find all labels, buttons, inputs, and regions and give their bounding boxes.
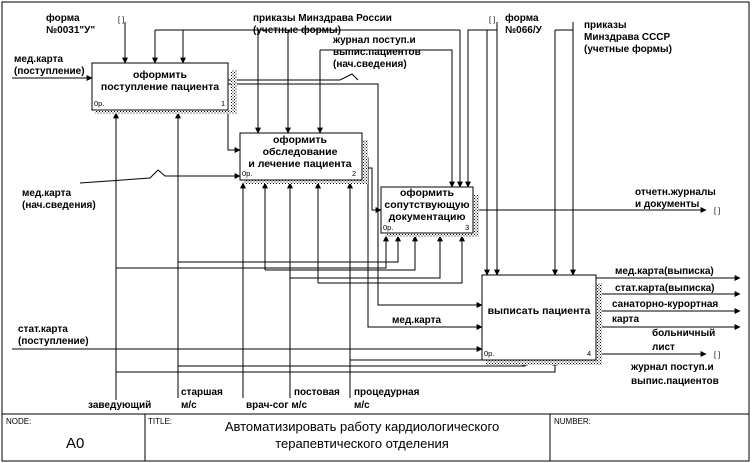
mech-ward-b4b [290,235,443,279]
control-orders-russia-b1 [155,29,460,63]
label-sanatorium-1: санаторно-курортная [612,299,718,310]
tunnel-mark-form-066: [ ] [489,15,495,24]
label-stat-card-admission-1: стат.карта [18,324,68,335]
arrow-med-card-initial [79,169,241,184]
label-orders-russia-1: приказы Минздрава России [253,13,392,24]
tunnel-mark-journal: [ ] [714,350,720,359]
label-journal-final-2: выпис.пациентов [631,376,719,387]
label-sanatorium-2: карта [612,314,639,325]
tunnel-marks: [ ] [ ] [ ] [ ] [118,15,720,359]
label-med-card: мед.карта [392,315,442,326]
label-proc-nurse-2: м/с [354,400,370,411]
label-journal-initial-3: (нач.сведения) [333,59,407,70]
label-med-card-admission-2: (поступление) [14,66,85,77]
label-reports-1: отчетн.журналы [635,187,716,198]
box-4: выписать пациента 0р. 4 [481,274,602,365]
box-2-title-2: обследование [263,146,338,158]
arrow-box1-journal [228,73,359,81]
box-3-number: 3 [465,223,469,232]
box-2-title-3: и лечение пациента [248,158,351,170]
arrows [12,22,741,400]
label-proc-nurse-1: процедурная [354,387,420,398]
frame-node-label: NODE: [6,417,31,426]
tunnel-mark-reports: [ ] [714,206,720,215]
box-2-number: 2 [352,169,356,178]
control-journal-b3 [320,49,455,188]
frame-node-value: A0 [66,435,84,452]
arrow-box1-to-box4 [228,83,483,308]
box-1-cost: 0р. [94,99,104,108]
label-form-0031-2: №0031"У" [46,25,95,36]
label-reports-2: и документы [635,199,699,210]
box-1: оформить поступление пациента 0р. 1 [91,62,237,114]
label-orders-ussr-3: (учетные формы) [584,43,672,55]
box-4-number: 4 [587,349,591,358]
frame-title-2: терапевтического отделения [275,436,449,451]
mech-senior-b3 [178,235,401,263]
box-1-title-1: оформить [133,69,188,81]
box-3-title-3: документацию [389,211,466,223]
label-journal-initial-1: журнал поступ.и [332,35,416,46]
label-ward-nurse-1: постовая [294,387,340,398]
label-form-066-1: форма [505,12,539,24]
arrow-labels: форма №0031"У" приказы Минздрава России … [14,12,719,411]
tunnel-mark-form-0031: [ ] [118,15,124,24]
mech-head-b3 [116,235,389,269]
arrow-box1-to-box2 [227,104,241,153]
label-stat-card-discharge: стат.карта(выписка) [615,283,714,294]
title-frame: NODE: A0 TITLE: Автоматизировать работу … [2,413,749,461]
label-orders-ussr-2: Минздрава СССР [584,32,671,43]
label-stat-card-admission-2: (поступление) [18,336,89,347]
control-form-066-b3 [465,22,498,188]
box-2-cost: 0р. [242,169,252,178]
box-1-title-2: поступление пациента [101,81,219,93]
label-sick-leave-2: лист [652,342,675,353]
label-sick-leave-1: больничный [652,327,715,339]
control-orders-ussr-b4b [555,29,573,275]
box-2: оформить обследование и лечение пациента… [239,132,368,184]
label-med-card-initial-1: мед.карта [22,188,72,199]
label-orders-russia-2: (учетные формы) [253,24,341,36]
box-2-title-1: оформить [273,134,328,146]
box-4-title-1: выписать пациента [488,305,591,317]
label-med-card-initial-2: (нач.сведения) [22,200,96,211]
mech-proc-b3 [318,235,465,284]
label-head: заведующий [88,400,151,411]
label-med-card-admission-1: мед.карта [14,54,64,65]
label-ward-nurse-2: врач-сог м/с [246,400,307,411]
mech-ward-b3b [265,235,418,271]
frame-title-label: TITLE: [148,417,172,426]
label-senior-nurse-2: м/с [181,400,197,411]
box-3-title-1: оформить [400,187,455,199]
label-orders-ussr-1: приказы [584,20,627,31]
box-3-cost: 0р. [383,223,393,232]
label-senior-nurse-1: старшая [181,387,223,398]
label-journal-initial-2: выпис.пациентов [333,47,421,58]
mech-senior-b4 [178,359,528,367]
box-4-cost: 0р. [484,349,494,358]
label-med-card-discharge: мед.карта(выписка) [615,266,714,277]
frame-number-label: NUMBER: [554,417,591,426]
arrow-box2-med-card [362,157,483,330]
box-3: оформить сопутствующую документацию 0р. … [380,186,479,237]
label-form-066-2: №066/У [505,25,543,36]
box-3-title-2: сопутствующую [384,199,469,211]
label-journal-final-1: журнал поступ.и [630,362,714,373]
label-form-0031-1: форма [46,12,80,24]
box-1-number: 1 [221,99,225,108]
frame-title-1: Автоматизировать работу кардиологическог… [225,419,499,434]
